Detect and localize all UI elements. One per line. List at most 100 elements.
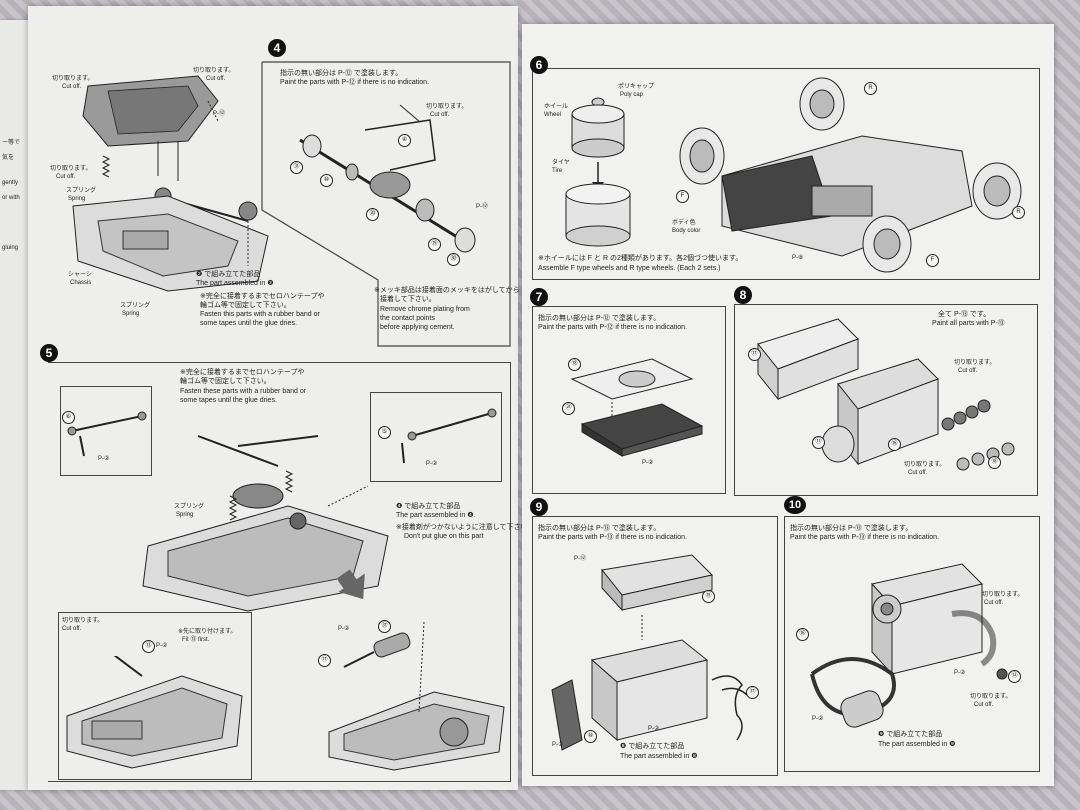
spring-label-en: Spring bbox=[176, 512, 194, 518]
fasten-note-jp: 輪ゴム等で固定して下さい。 bbox=[180, 378, 271, 385]
front-wheel-marker: F bbox=[926, 254, 939, 267]
step-9-panel bbox=[532, 516, 778, 776]
spring-label-jp: スプリング bbox=[120, 303, 151, 309]
glue-warning-jp: ※接着剤がつかないように注意して下さい。 bbox=[396, 524, 535, 531]
cutoff-label-jp: 切り取ります。 bbox=[982, 592, 1024, 598]
rod-detail-drawing bbox=[401, 408, 497, 464]
rear-wheel-marker: R bbox=[1012, 206, 1025, 219]
chassis-label-jp: シャーシ bbox=[68, 272, 92, 278]
cutoff-label-jp: 切り取ります。 bbox=[62, 618, 104, 624]
cutoff-label-en: Cut off. bbox=[908, 470, 928, 476]
rod-detail-drawing bbox=[67, 411, 147, 457]
part-number: ㉚ bbox=[447, 253, 460, 266]
cutoff-label-en: Cut off. bbox=[984, 600, 1004, 606]
part-number: ⑯ bbox=[796, 628, 809, 641]
fasten-note-en: some tapes until the glue dries. bbox=[200, 320, 297, 327]
edge-text: or with bbox=[2, 195, 20, 201]
front-wheel-marker: F bbox=[676, 190, 689, 203]
fasten-note-jp: 輪ゴム等で固定して下さい。 bbox=[200, 302, 291, 309]
step-10-panel bbox=[784, 516, 1040, 772]
cutoff-label-jp: 切り取ります。 bbox=[970, 694, 1012, 700]
step-7-parts-drawing bbox=[570, 358, 704, 457]
detail-box-left bbox=[60, 386, 152, 476]
wheel-tire-drawing bbox=[565, 97, 631, 247]
polycap-label-en: Poly cap bbox=[620, 92, 644, 98]
part-number: ⑱ bbox=[988, 456, 1001, 469]
part-number: ④ bbox=[398, 134, 411, 147]
step-number-badge: 9 bbox=[530, 498, 548, 516]
step-number-badge: 8 bbox=[734, 286, 752, 304]
spring-label-en: Spring bbox=[68, 196, 86, 202]
step-6-panel bbox=[532, 68, 1040, 280]
step-6-car-body-drawing bbox=[679, 77, 1022, 273]
wheel-label-jp: ホイール bbox=[544, 104, 569, 110]
spring-label-en: Spring bbox=[122, 311, 140, 317]
wheel-label-en: Wheel bbox=[544, 112, 562, 118]
cutoff-label-en: Cut off. bbox=[206, 76, 226, 82]
step-number-badge: 10 bbox=[784, 496, 806, 514]
fasten-note-jp: ※完全に接着するまでセロハンテープや bbox=[180, 369, 305, 376]
step-number-badge: 7 bbox=[530, 288, 548, 306]
paint-ref: P-⑫ bbox=[574, 556, 587, 562]
exhaust-detail-drawing bbox=[328, 622, 505, 771]
detail-box-right bbox=[370, 392, 502, 482]
chrome-note-jp: ※メッキ部品は接着面のメッキをはがしてから bbox=[374, 287, 520, 294]
paint-ref: P-② bbox=[156, 643, 168, 649]
part-number: ㉛ bbox=[290, 161, 303, 174]
assembled-note-en: The part assembled in ❽ bbox=[620, 753, 698, 760]
down-arrow-icon bbox=[338, 569, 365, 600]
cutoff-label-jp: 切り取ります。 bbox=[52, 76, 94, 82]
step-number-badge: 4 bbox=[268, 39, 286, 57]
cutoff-label-jp: 切り取ります。 bbox=[193, 68, 235, 74]
chrome-note-en: Remove chrome plating from bbox=[380, 306, 470, 313]
part-number: ⑱ bbox=[568, 358, 581, 371]
edge-text: gently bbox=[2, 180, 19, 186]
assembled-note-jp: ❾ で組み立てた部品 bbox=[878, 731, 943, 738]
paint-ref: P-⑫ bbox=[476, 204, 489, 210]
chrome-note-en: before applying cement. bbox=[380, 324, 455, 331]
glue-warning-en: Don't put glue on this part bbox=[404, 533, 484, 540]
fit-first-jp: ※先に取り付けます。 bbox=[178, 629, 237, 635]
cutoff-label-jp: 切り取ります。 bbox=[954, 360, 996, 366]
paint-instruction-en: Paint the parts with P-⑬ if there is no … bbox=[538, 534, 688, 541]
edge-text: 気を bbox=[2, 155, 15, 161]
cutoff-label-en: Cut off. bbox=[974, 702, 994, 708]
cutoff-label-en: Cut off. bbox=[958, 368, 978, 374]
part-number: ㊲ bbox=[378, 620, 391, 633]
part-number: ⑰ bbox=[746, 686, 759, 699]
step-5-panel bbox=[48, 362, 511, 782]
paint-ref: P-② bbox=[954, 670, 966, 676]
fasten-note-en: Fasten this parts with a rubber band or bbox=[200, 311, 320, 318]
rear-wheel-marker: R bbox=[864, 82, 877, 95]
assembled-note-en: The part assembled in ❾ bbox=[878, 741, 956, 748]
step-9-engine-drawing bbox=[551, 554, 748, 751]
step-8-panel bbox=[734, 304, 1038, 496]
paint-ref: P-⑫ bbox=[213, 111, 226, 117]
tire-label-jp: タイヤ bbox=[552, 160, 570, 166]
step-number-badge: 5 bbox=[40, 344, 58, 362]
paint-instruction-jp: 指示の無い部分は P-⑫ で塗装します。 bbox=[538, 315, 661, 322]
assembled-note-en: The part assembled in ❹. bbox=[396, 512, 476, 519]
assembled-note-jp: ❹ で組み立てた部品 bbox=[396, 503, 461, 510]
step-7-panel bbox=[532, 306, 726, 494]
body-color-label-en: Body color bbox=[672, 228, 701, 234]
spring-label-jp: スプリング bbox=[174, 504, 205, 510]
part-number: ⑤ bbox=[378, 426, 391, 439]
cutoff-label-en: Cut off. bbox=[56, 174, 76, 180]
part-number: ⑪ bbox=[812, 436, 825, 449]
detail-box-fit-first bbox=[58, 612, 252, 780]
fasten-note-en: Fasten these parts with a rubber band or bbox=[180, 388, 307, 395]
previous-page-edge: ー等で 気を gently or with gluing bbox=[0, 20, 28, 790]
body-color-label-jp: ボディ色 bbox=[672, 220, 696, 226]
spring-label-jp: スプリング bbox=[66, 188, 97, 194]
part-number: ⑩ bbox=[584, 730, 597, 743]
assembled-note-jp: ❽ で組み立てた部品 bbox=[620, 743, 685, 750]
part-number: ⑰ bbox=[748, 348, 761, 361]
step-3-chassis-drawing bbox=[72, 75, 269, 292]
left-instruction-page: 切り取ります。 Cut off. 切り取ります。 Cut off. 切り取ります… bbox=[28, 6, 535, 790]
cutoff-label-en: Cut off. bbox=[62, 626, 82, 632]
paint-ref: P-② bbox=[642, 460, 654, 466]
part-number: ⑲ bbox=[428, 238, 441, 251]
fasten-note-jp: ※完全に接着するまでセロハンテープや bbox=[200, 293, 325, 300]
part-number: ⑰ bbox=[318, 654, 331, 667]
